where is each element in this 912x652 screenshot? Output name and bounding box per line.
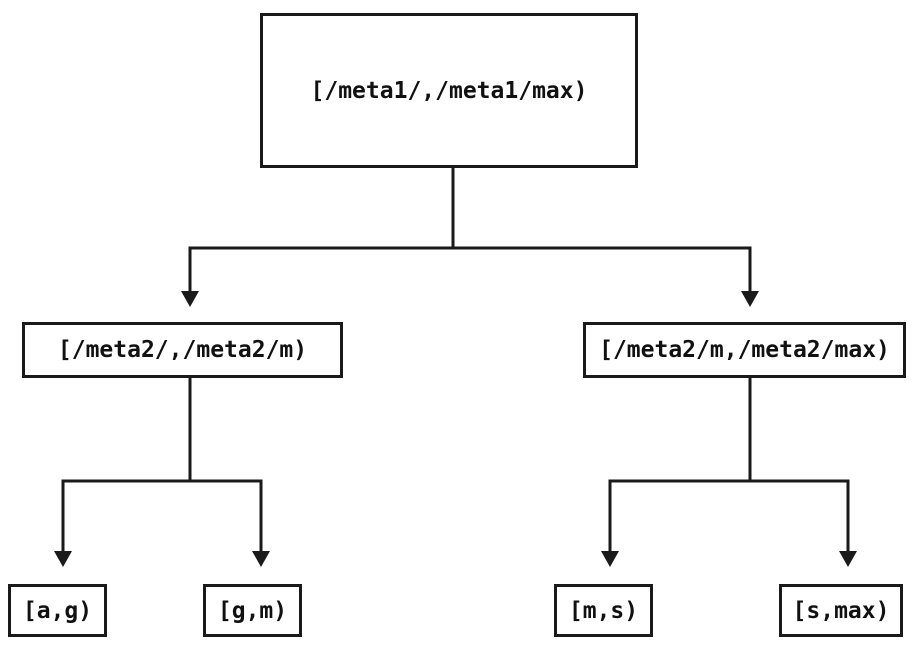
tree-node-root: [/meta1/,/meta1/max) [260, 13, 638, 168]
tree-node-leaf-gm: [g,m) [203, 584, 302, 637]
edge-left-child-bracket [61, 479, 263, 554]
node-label-leaf-smax: [s,max) [792, 597, 890, 624]
node-label-leaf-ag: [a,g) [22, 597, 93, 624]
arrow-down-icon [601, 551, 619, 567]
node-label-leaf-gm: [g,m) [217, 597, 288, 624]
arrow-down-icon [181, 291, 199, 307]
tree-node-right-child: [/meta2/m,/meta2/max) [583, 322, 906, 378]
tree-node-leaf-smax: [s,max) [779, 584, 903, 637]
node-label-leaf-ms: [m,s) [568, 597, 639, 624]
tree-node-leaf-ms: [m,s) [554, 584, 653, 637]
edge-root-bracket [188, 246, 752, 294]
node-label-right-child: [/meta2/m,/meta2/max) [599, 337, 890, 363]
arrow-down-icon [54, 551, 72, 567]
tree-node-left-child: [/meta2/,/meta2/m) [22, 322, 343, 378]
arrow-down-icon [252, 551, 270, 567]
arrow-down-icon [839, 551, 857, 567]
edge-right-child-bracket [608, 479, 850, 554]
node-label-left-child: [/meta2/,/meta2/m) [57, 337, 308, 363]
node-label-root: [/meta1/,/meta1/max) [310, 77, 588, 104]
arrow-down-icon [741, 291, 759, 307]
tree-node-leaf-ag: [a,g) [8, 584, 107, 637]
